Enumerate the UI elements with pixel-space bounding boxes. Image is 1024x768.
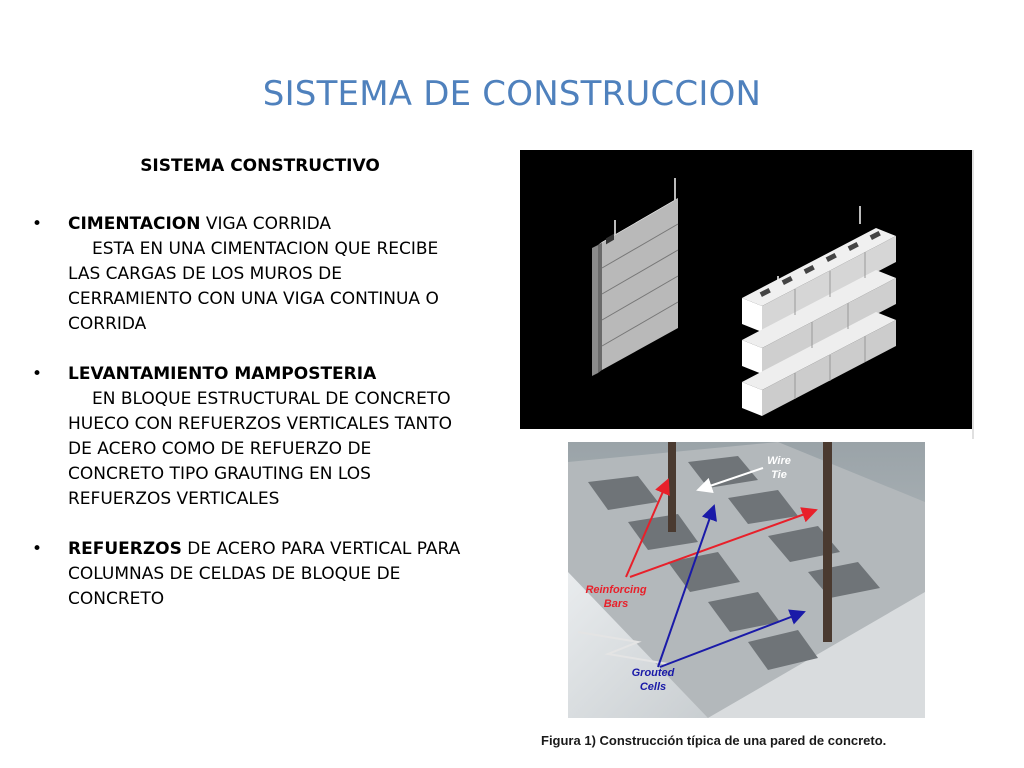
figure-caption: Figura 1) Construcción típica de una par… (541, 733, 887, 748)
figure-border (972, 150, 974, 439)
label-wire-tie: Wire (767, 455, 791, 467)
label-grouted-cells: Grouted (632, 667, 675, 679)
staggered-block-wall-illustration (742, 206, 896, 416)
bullet-dot-icon: • (31, 364, 43, 384)
bullet-mamposteria: • LEVANTAMIENTO MAMPOSTERIA EN BLOQUE ES… (30, 362, 470, 512)
bullet-description: EN BLOQUE ESTRUCTURAL DE CONCRETO HUECO … (68, 389, 452, 509)
slide-title: SISTEMA DE CONSTRUCCION (262, 74, 762, 114)
bullet-dot-icon: • (31, 539, 43, 559)
section-subtitle: SISTEMA CONSTRUCTIVO (140, 156, 380, 176)
bullet-heading-rest: DE ACERO PARA VERTICAL PARA COLUMNAS DE … (68, 539, 461, 609)
bullet-heading: LEVANTAMIENTO MAMPOSTERIA (68, 364, 377, 384)
bullet-heading: CIMENTACION (68, 214, 201, 234)
block-wall-rendering (520, 150, 973, 429)
thin-wall-illustration (592, 178, 679, 376)
bullet-description: ESTA EN UNA CIMENTACION QUE RECIBE LAS C… (68, 239, 439, 334)
bullet-heading-rest: VIGA CORRIDA (200, 214, 332, 234)
label-reinforcing-bars: Bars (604, 598, 628, 610)
bullet-heading: REFUERZOS (68, 539, 182, 559)
bullet-dot-icon: • (31, 214, 43, 234)
bullet-cimentacion: • CIMENTACION VIGA CORRIDA ESTA EN UNA C… (30, 212, 470, 337)
grouted-block-photo: Wire Tie Reinforcing Bars Grouted Cells (568, 442, 925, 718)
text-content: SISTEMA CONSTRUCTIVO • CIMENTACION VIGA … (30, 154, 470, 637)
label-reinforcing-bars: Reinforcing (585, 584, 646, 596)
label-wire-tie: Tie (771, 469, 787, 481)
bullet-refuerzos: • REFUERZOS DE ACERO PARA VERTICAL PARA … (30, 537, 470, 612)
label-grouted-cells: Cells (640, 681, 666, 693)
